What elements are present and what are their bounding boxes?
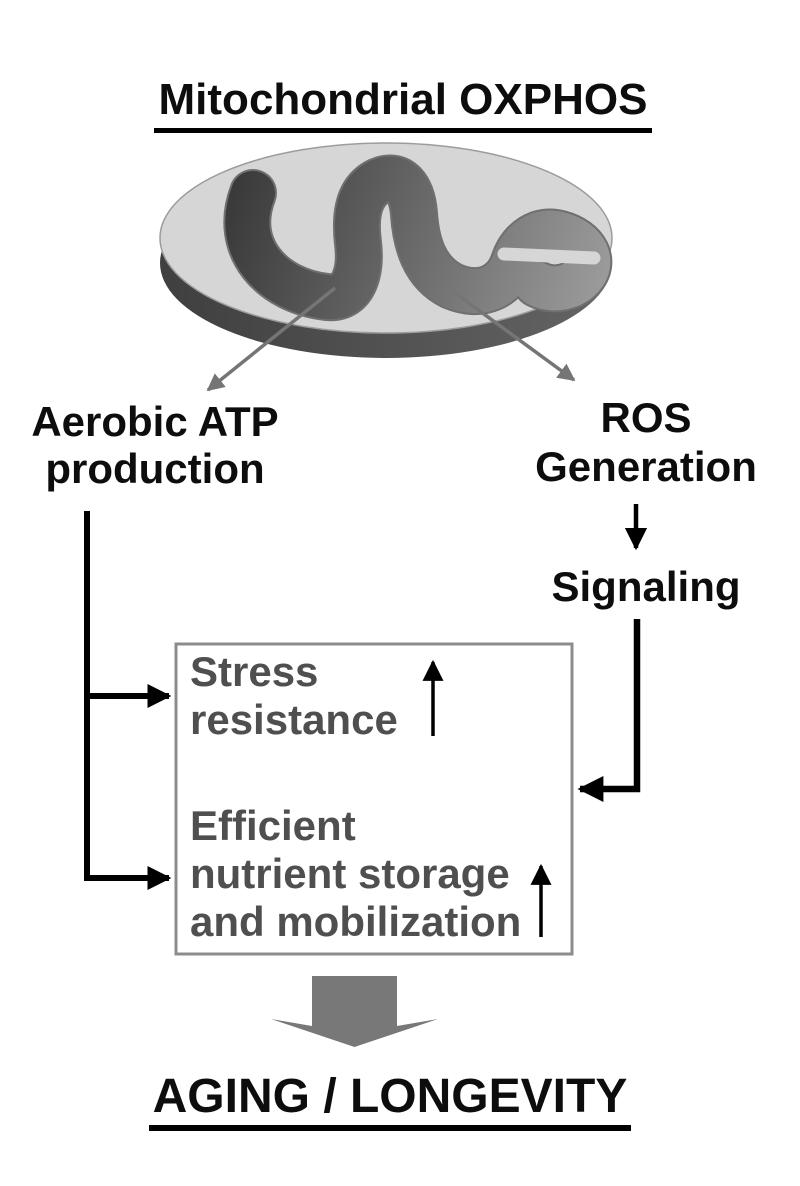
label-stress-resistance: Stress resistance (190, 648, 398, 744)
label-efficient-line3: and mobilization (190, 898, 522, 945)
label-aerobic-atp-production: Aerobic ATP production (5, 398, 305, 492)
figure-title: Mitochondrial OXPHOS (23, 75, 783, 133)
label-stress-line2: resistance (190, 696, 398, 743)
ros-arrow (445, 285, 576, 382)
outcome-box (174, 642, 574, 956)
figure-title-text: Mitochondrial OXPHOS (153, 77, 653, 133)
label-efficient-nutrient: Efficient nutrient storage and mobilizat… (190, 802, 521, 946)
cristae-slot (497, 247, 601, 265)
label-aerobic-line1: Aerobic ATP (31, 398, 279, 445)
label-signaling: Signaling (551, 563, 741, 610)
cristae-squiggle (225, 156, 611, 320)
label-ros-line2: Generation (535, 443, 757, 490)
label-ros-generation: ROS Generation (496, 393, 796, 491)
atp-arrow (206, 286, 337, 392)
signaling-to-box-arrow (577, 619, 641, 802)
down-block-arrow-icon (271, 976, 438, 1047)
label-efficient-line1: Efficient (190, 802, 356, 849)
label-stress-line1: Stress (190, 648, 319, 695)
label-efficient-line2: nutrient storage (190, 850, 510, 897)
label-aging-longevity: AGING / LONGEVITY (10, 1069, 770, 1131)
label-aerobic-line2: production (45, 445, 265, 492)
label-ros-line1: ROS (600, 394, 692, 441)
label-aging-longevity-text: AGING / LONGEVITY (148, 1072, 632, 1131)
mitochondrion-icon (159, 142, 613, 358)
